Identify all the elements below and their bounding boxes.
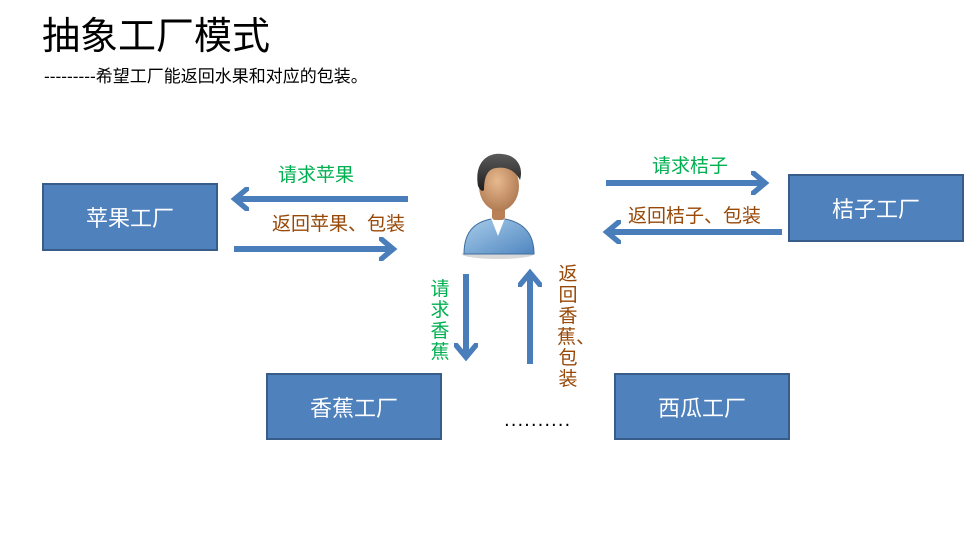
more-factories-ellipsis: .......... (504, 410, 572, 431)
orange-factory-label: 桔子工厂 (831, 198, 920, 223)
banana-factory-box: 香蕉工厂 (266, 373, 442, 440)
return-banana-label: 返回香蕉、包装 (557, 263, 596, 390)
melon-factory-box: 西瓜工厂 (614, 373, 790, 440)
melon-factory-label: 西瓜工厂 (657, 396, 746, 422)
return-apple-label: 返回苹果、包装 (272, 213, 406, 235)
person-icon (462, 153, 535, 259)
request-apple-label: 请求苹果 (278, 164, 355, 186)
request-banana-label: 请求香蕉 (430, 278, 450, 363)
apple-factory-box: 苹果工厂 (42, 183, 218, 251)
page-subtitle: ---------希望工厂能返回水果和对应的包装。 (44, 67, 368, 87)
banana-factory-label: 香蕉工厂 (309, 396, 398, 422)
apple-factory-label: 苹果工厂 (85, 207, 174, 232)
return-orange-label: 返回桔子、包装 (628, 205, 762, 227)
page-title: 抽象工厂模式 (42, 14, 271, 58)
request-orange-label: 请求桔子 (652, 155, 729, 177)
orange-factory-box: 桔子工厂 (788, 174, 964, 242)
